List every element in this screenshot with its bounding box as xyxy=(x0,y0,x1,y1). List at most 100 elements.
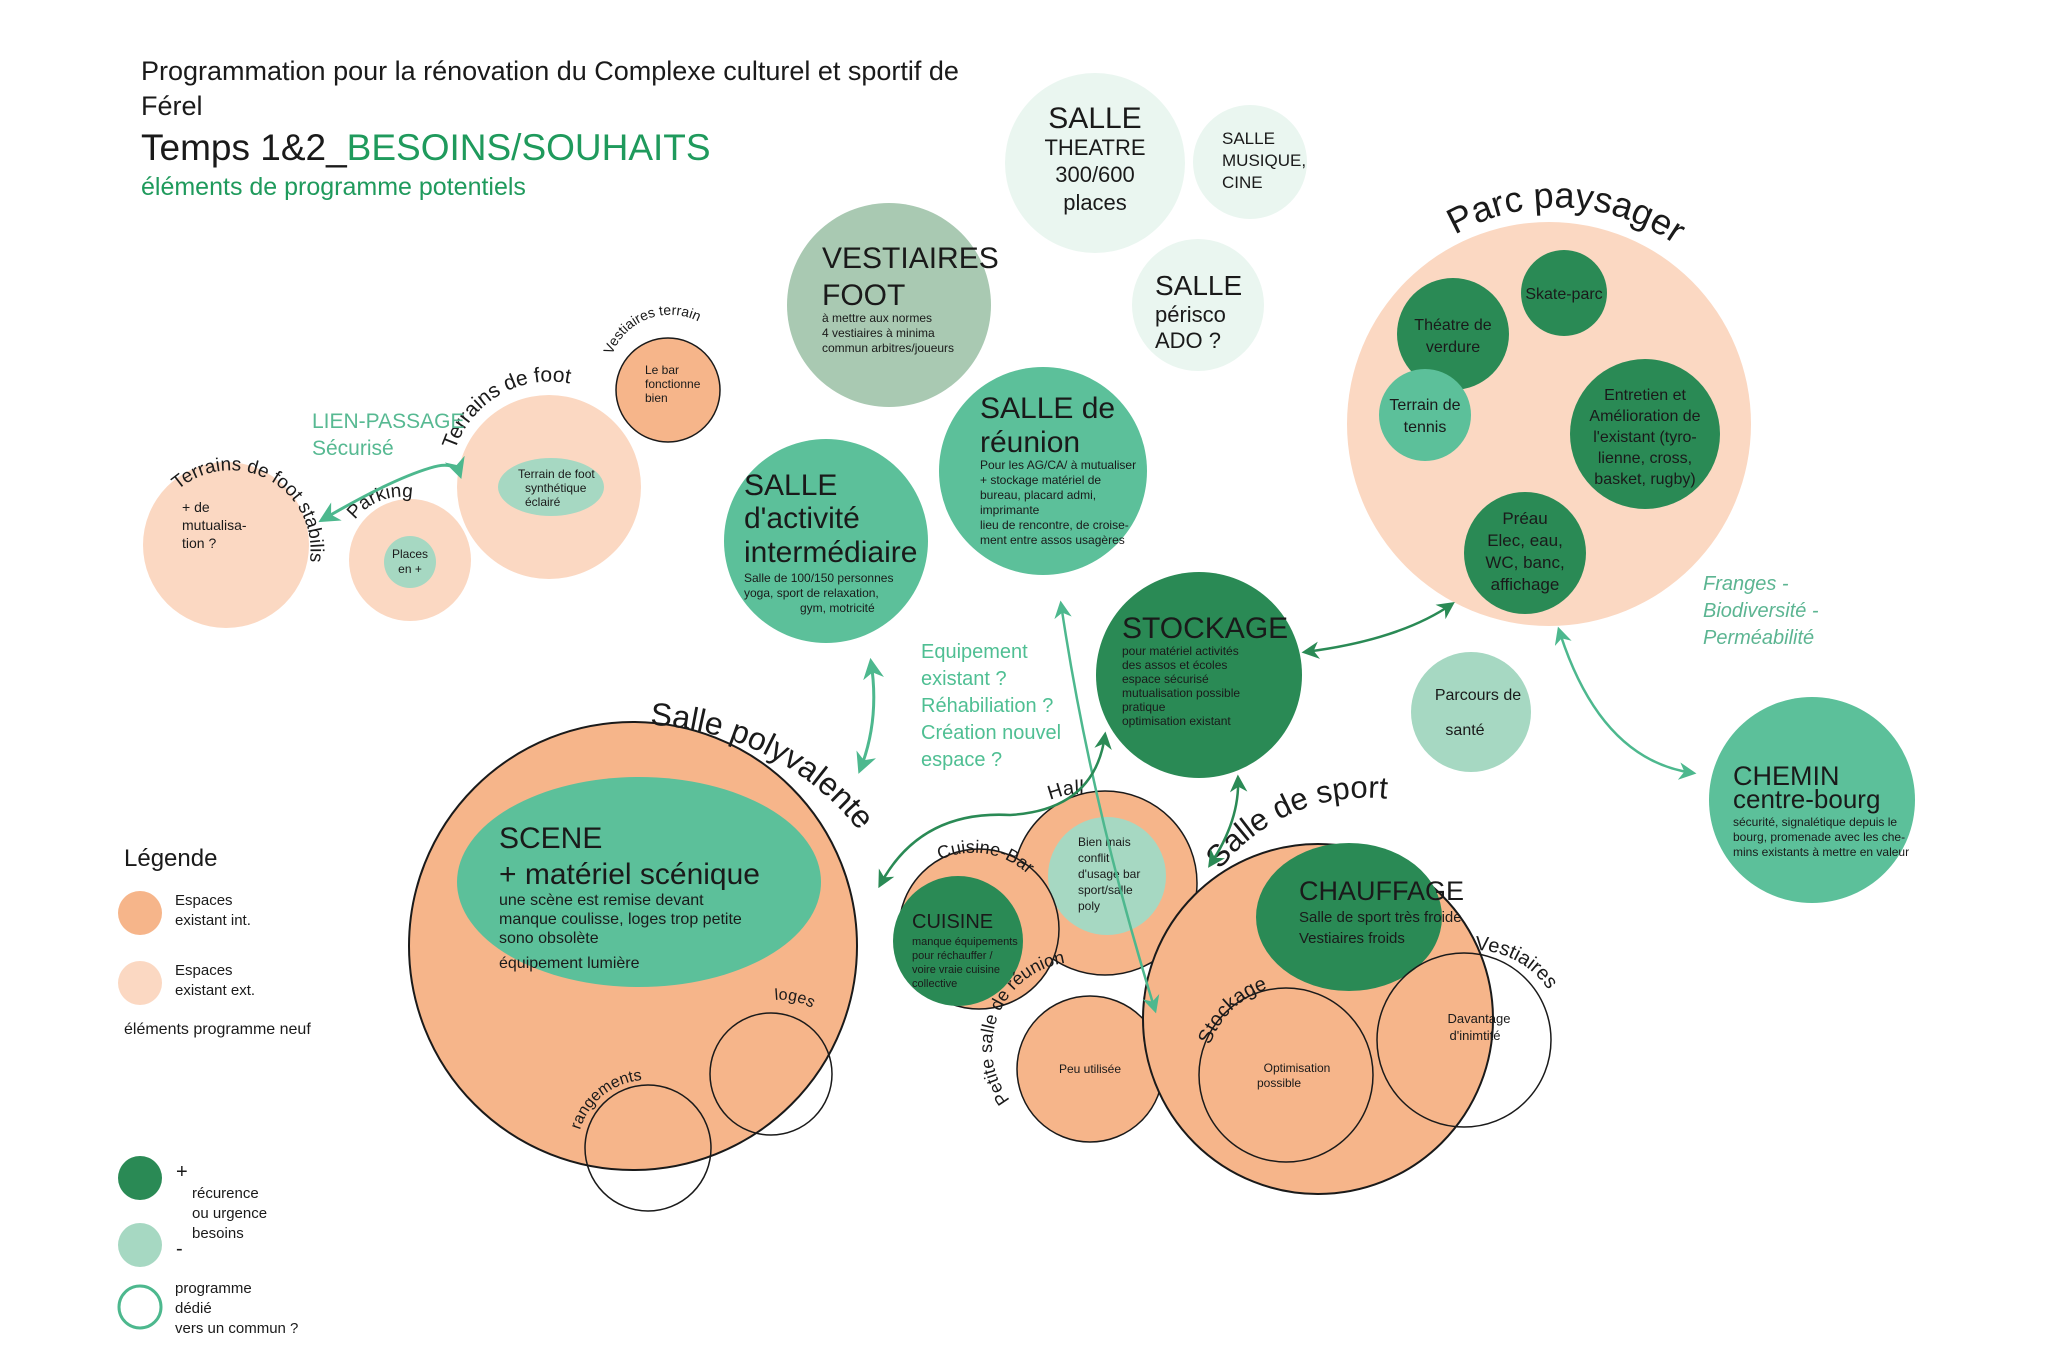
bubble-preau xyxy=(1464,492,1586,614)
entretien-l1: Entretien et xyxy=(1604,387,1686,404)
vest-terrain-l3: bien xyxy=(645,391,668,405)
bubble-tennis xyxy=(1379,369,1471,461)
activite-d2: yoga, sport de relaxation, xyxy=(744,586,879,600)
cuisine-title: CUISINE xyxy=(912,911,993,933)
reunion-l1: SALLE de xyxy=(980,392,1115,425)
subtitle-prefix: Temps 1&2_ xyxy=(141,127,347,168)
legend-swatch-dedie xyxy=(117,1284,163,1330)
verdure-l1: Théatre de xyxy=(1414,317,1491,334)
scene-d2: manque coulisse, loges trop petite xyxy=(499,911,742,928)
parking-l2: en + xyxy=(398,562,422,576)
arrow-stockage-parc xyxy=(1301,602,1455,659)
legend-int-l1: Espaces xyxy=(175,892,233,909)
vest-terrain-l2: fonctionne xyxy=(645,377,701,391)
legend-ext-l2: existant ext. xyxy=(175,982,255,999)
chemin-l2: centre-bourg xyxy=(1733,784,1880,814)
bubble-parcours xyxy=(1411,652,1531,772)
parcours-l1: Parcours de xyxy=(1435,687,1521,704)
cuisine-l3: voire vraie cuisine xyxy=(912,964,1000,976)
sport-vestiaires-l1: Davantage xyxy=(1448,1011,1511,1026)
stockage-d3: espace sécurisé xyxy=(1122,672,1209,686)
question-l2: existant ? xyxy=(921,668,1007,690)
foot-stabilise-l1: + de xyxy=(182,499,210,515)
reunion-d2: + stockage matériel de xyxy=(980,473,1101,487)
stockage-d6: optimisation existant xyxy=(1122,714,1231,728)
theatre-l1: SALLE xyxy=(1048,102,1141,135)
arrow-activite-polyvalente xyxy=(856,657,884,774)
bubble-chemin xyxy=(1709,697,1915,903)
activite-l2: d'activité xyxy=(744,502,860,535)
verdure-l2: verdure xyxy=(1426,339,1480,356)
hall-l5: poly xyxy=(1078,899,1100,913)
question-l3: Réhabiliation ? xyxy=(921,695,1053,717)
theatre-l4: places xyxy=(1063,190,1127,215)
legend-rec-l1: récurence xyxy=(192,1185,259,1202)
reunion-d3: bureau, placard admi, xyxy=(980,488,1096,502)
activite-l1: SALLE xyxy=(744,469,837,502)
legend-swatch-plus xyxy=(118,1156,162,1200)
vestiaires-foot-l1: VESTIAIRES xyxy=(822,242,999,275)
parcours-l2: santé xyxy=(1445,722,1484,739)
chemin-d1: sécurité, signalétique depuis le xyxy=(1733,815,1897,829)
skate: Skate-parc xyxy=(1525,286,1602,303)
hall-l2: conflit xyxy=(1078,851,1110,865)
vestiaires-foot-d2: 4 vestiaires à minima xyxy=(822,326,935,340)
legend-swatch-int xyxy=(118,891,162,935)
reunion-d1: Pour les AG/CA/ à mutualiser xyxy=(980,458,1136,472)
vest-terrain-l1: Le bar xyxy=(645,363,679,377)
question-l5: espace ? xyxy=(921,749,1002,771)
terrains-l3: éclairé xyxy=(525,495,561,509)
legend-neuf: éléments programme neuf xyxy=(124,1021,311,1038)
entretien-l3: l'existant (tyro- xyxy=(1593,429,1697,446)
stockage-l1: STOCKAGE xyxy=(1122,612,1288,645)
legend-swatch-ext xyxy=(118,961,162,1005)
subtitle: Temps 1&2_BESOINS/SOUHAITS xyxy=(141,127,711,168)
franges-l1: Franges - xyxy=(1703,573,1789,595)
bubble-sport-vestiaires xyxy=(1376,952,1552,1128)
scene-l1: SCENE xyxy=(499,822,602,855)
chauffage-d2: Vestiaires froids xyxy=(1299,930,1405,947)
chemin-l1: CHEMIN xyxy=(1733,761,1840,791)
musique-l1: SALLE xyxy=(1222,129,1275,148)
bubble-activite xyxy=(724,439,928,643)
chemin-d2: bourg, promenade avec les che- xyxy=(1733,830,1905,844)
preau-l1: Préau xyxy=(1502,509,1547,528)
parking-l1: Places xyxy=(392,547,428,561)
theatre-l3: 300/600 xyxy=(1055,162,1135,187)
theatre-l2: THEATRE xyxy=(1044,135,1145,160)
reunion-l2: réunion xyxy=(980,426,1080,459)
scene-d1: une scène est remise devant xyxy=(499,892,704,909)
entretien-l2: Amélioration de xyxy=(1589,408,1700,425)
legend-rec-l3: besoins xyxy=(192,1225,244,1242)
bubble-perisco xyxy=(1132,239,1264,371)
question-l1: Equipement xyxy=(921,641,1028,663)
activite-l3: intermédiaire xyxy=(744,536,917,569)
tennis-l1: Terrain de xyxy=(1389,397,1460,414)
cuisine-l4: collective xyxy=(912,978,957,990)
lien-l2: Sécurisé xyxy=(312,437,394,460)
legend-int-l2: existant int. xyxy=(175,912,251,929)
activite-d3: gym, motricité xyxy=(800,601,875,615)
entretien-l5: basket, rugby) xyxy=(1594,471,1695,488)
legend-plus: + xyxy=(176,1161,188,1183)
scene-d4: équipement lumière xyxy=(499,955,640,972)
preau-l3: WC, banc, xyxy=(1485,553,1564,572)
sport-stockage-l2: possible xyxy=(1257,1076,1301,1090)
foot-stabilise-l2: mutualisa- xyxy=(182,517,247,533)
musique-l2: MUSIQUE, xyxy=(1222,151,1306,170)
vestiaires-foot-d1: à mettre aux normes xyxy=(822,311,932,325)
bubble-scene xyxy=(457,777,821,987)
lien-l1: LIEN-PASSAGE xyxy=(312,410,465,433)
reunion-d6: ment entre assos usagères xyxy=(980,533,1125,547)
vestiaires-foot-l2: FOOT xyxy=(822,279,905,312)
legend-dedie-l1: programme xyxy=(175,1280,252,1297)
bubble-loges xyxy=(709,1012,833,1136)
hall-l4: sport/salle xyxy=(1078,883,1133,897)
bubble-entretien xyxy=(1570,359,1720,509)
chemin-d3: mins existants à mettre en valeur xyxy=(1733,845,1909,859)
chauffage-d1: Salle de sport très froide xyxy=(1299,909,1462,926)
scene-d3: sono obsolète xyxy=(499,930,599,947)
bubble-foot-stabilise xyxy=(143,462,309,628)
bubble-musique xyxy=(1193,105,1307,219)
